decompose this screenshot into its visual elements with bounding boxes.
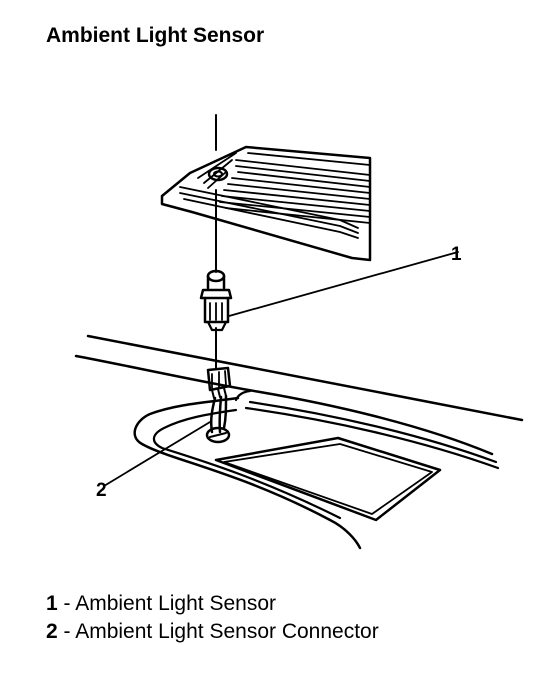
legend-separator: - <box>57 592 76 615</box>
grille-hole <box>207 166 229 182</box>
callout-1-leader <box>228 251 459 317</box>
defroster-opening <box>133 396 442 550</box>
legend-number: 1 <box>46 592 58 615</box>
legend-separator: - <box>57 620 76 643</box>
legend-item: 2 - Ambient Light Sensor Connector <box>46 618 379 646</box>
page-title: Ambient Light Sensor <box>46 24 265 47</box>
legend-number: 2 <box>46 620 58 643</box>
callout-2: 2 <box>96 480 107 501</box>
wiring-harness <box>205 394 231 444</box>
instrument-panel-upper <box>74 334 524 470</box>
callout-2-leader <box>103 421 211 487</box>
ambient-light-sensor <box>199 269 233 332</box>
callout-1: 1 <box>451 244 462 265</box>
legend: 1 - Ambient Light Sensor 2 - Ambient Lig… <box>46 590 379 646</box>
legend-label: Ambient Light Sensor <box>75 592 276 615</box>
defroster-grille <box>160 145 372 262</box>
legend-label: Ambient Light Sensor Connector <box>75 620 379 643</box>
legend-item: 1 - Ambient Light Sensor <box>46 590 379 618</box>
